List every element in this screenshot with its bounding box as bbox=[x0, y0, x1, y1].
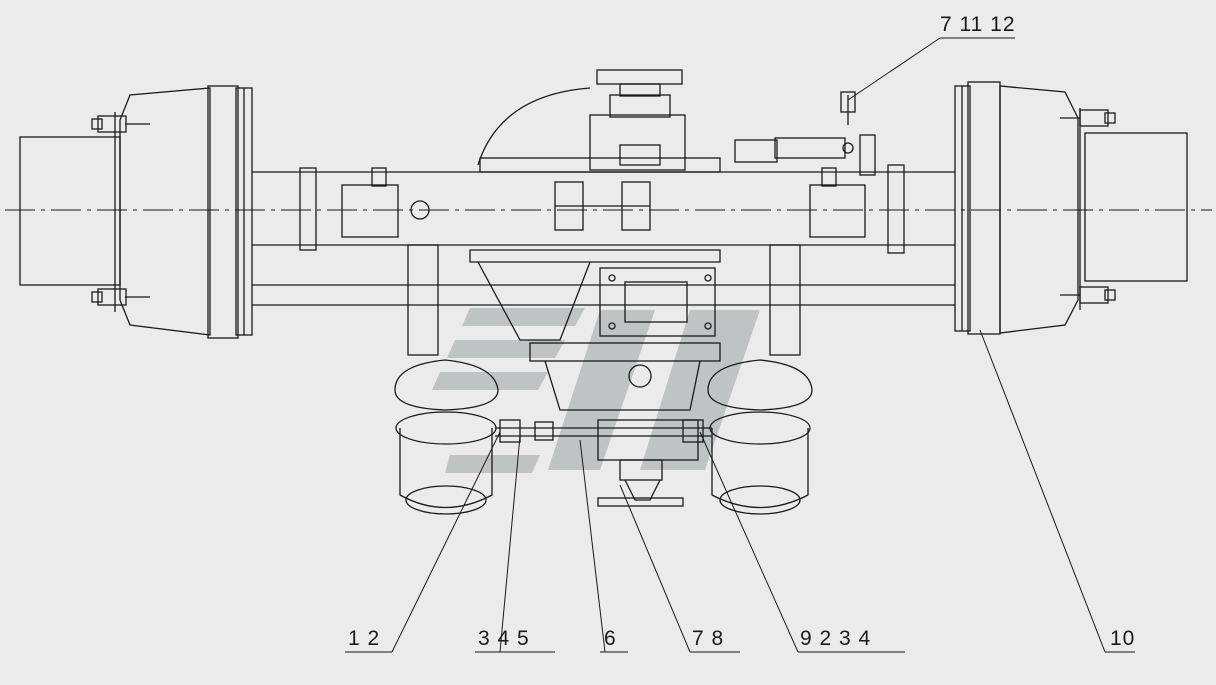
left-wheel-hub bbox=[19, 85, 253, 339]
leveling-valve-line bbox=[495, 419, 712, 443]
tie-rod-assembly bbox=[734, 91, 876, 176]
callout-9-2-3-4: 9 2 3 4 bbox=[800, 627, 872, 650]
differential-housing bbox=[469, 69, 721, 507]
callout-6: 6 bbox=[604, 627, 617, 650]
axle-housing bbox=[252, 164, 955, 306]
callout-1-2: 1 2 bbox=[348, 627, 381, 650]
right-wheel-hub bbox=[954, 81, 1188, 335]
leader-lines bbox=[345, 37, 1135, 653]
right-air-spring bbox=[707, 244, 813, 515]
callout-10: 10 bbox=[1110, 627, 1136, 650]
callout-7-11-12: 7 11 12 bbox=[940, 13, 1016, 36]
callout-7-8: 7 8 bbox=[692, 627, 725, 650]
left-air-spring bbox=[394, 244, 499, 515]
callout-3-4-5: 3 4 5 bbox=[478, 627, 530, 650]
watermark-logo bbox=[432, 308, 760, 473]
